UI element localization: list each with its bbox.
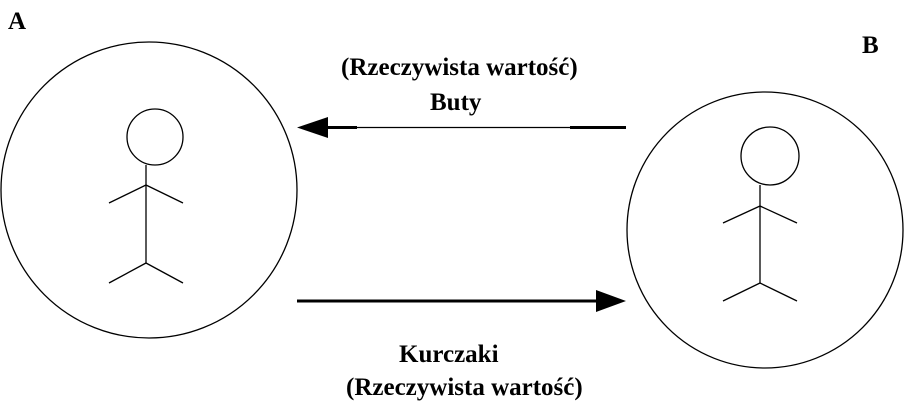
flow-a-to-b-value-label: (Rzeczywista wartość) bbox=[346, 374, 583, 401]
participant-b-circle bbox=[626, 91, 904, 369]
arrow-b-to-a bbox=[297, 117, 626, 138]
flow-b-to-a-goods-label: Buty bbox=[430, 89, 482, 116]
flow-a-to-b-goods-label: Kurczaki bbox=[399, 341, 499, 368]
arrow-a-to-b bbox=[297, 290, 626, 312]
participant-a-label: A bbox=[8, 8, 27, 35]
stick-figure-a-icon bbox=[108, 108, 184, 284]
flow-b-to-a-value-label: (Rzeczywista wartość) bbox=[341, 54, 578, 81]
participant-a-circle bbox=[0, 41, 298, 339]
stick-figure-b-icon bbox=[722, 126, 800, 302]
participant-b-label: B bbox=[862, 32, 879, 59]
